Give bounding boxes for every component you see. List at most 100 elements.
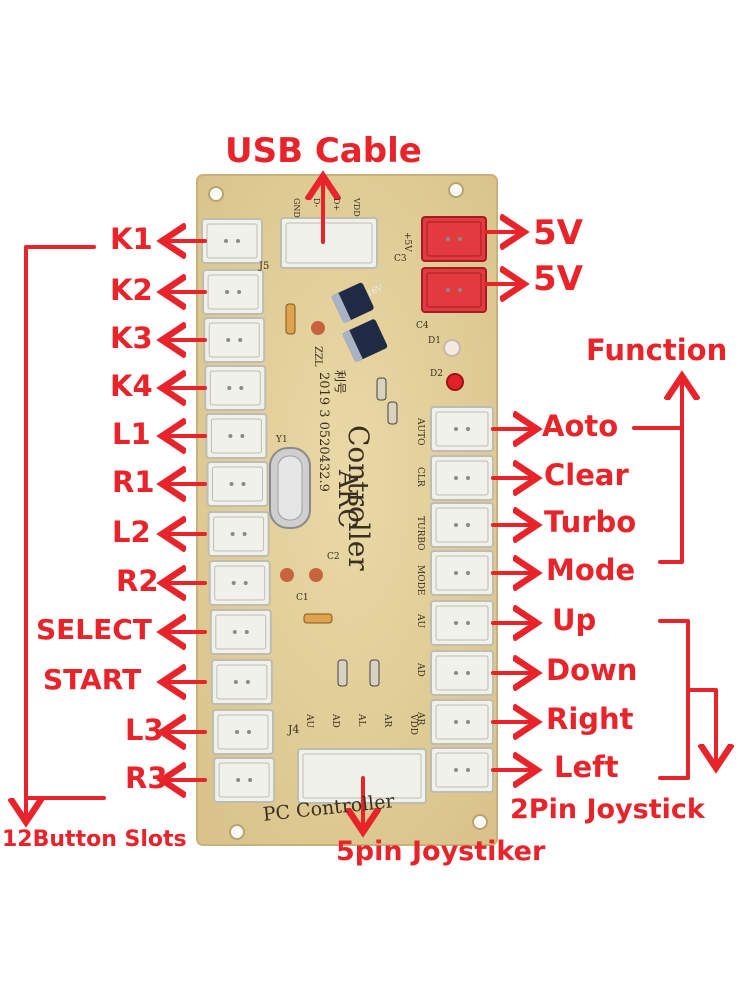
power-connector <box>421 216 487 262</box>
button-slot-connector-body <box>207 511 270 557</box>
button-label-start: START <box>43 663 142 696</box>
joystick-function-connector-body <box>430 650 494 696</box>
joystick-function-connector-body <box>430 406 494 452</box>
button-slot-connector <box>210 659 273 705</box>
button-slot-connector-inner <box>213 516 265 552</box>
pcb-marker-d1: D1 <box>428 336 441 346</box>
button-slot-connector-inner <box>212 466 263 502</box>
top-pin-label: D- <box>312 198 321 208</box>
button-slot-connector-inner <box>216 664 268 700</box>
joystick-function-connector-pin <box>466 571 470 575</box>
button-slot-connector-pin <box>244 630 249 634</box>
joystick-function-connector-pin <box>454 671 458 675</box>
label-left: Left <box>554 750 619 784</box>
led-red <box>446 373 464 391</box>
joystick-function-connector <box>430 502 494 548</box>
joystick-function-connector-inner <box>435 507 489 543</box>
pcb-title-controller: Controller <box>342 425 375 571</box>
button-slot-connector <box>213 757 276 803</box>
button-slot-connector-pin <box>225 290 230 294</box>
pcb-marker-j5: J5 <box>259 261 270 272</box>
label-clear: Clear <box>544 458 629 492</box>
button-slot-connector-pin <box>233 680 238 684</box>
joystick-function-connector <box>430 747 494 793</box>
joystick-function-connector <box>430 550 494 596</box>
joystick-function-connector-pin <box>466 720 470 724</box>
power-connector-inner <box>426 272 482 308</box>
power-connector-pin <box>446 288 450 292</box>
right-pin-label: AUTO <box>415 418 425 446</box>
button-slot-connector <box>209 609 272 655</box>
button-slot-connector-pin <box>239 386 244 390</box>
capacitor-c4 <box>342 319 388 363</box>
button-slot-connector-inner <box>215 614 267 650</box>
button-slot-connector-pin <box>248 778 253 782</box>
joystick-bracket <box>658 619 690 780</box>
power-label-2: 5V <box>533 259 583 299</box>
button-slot-connector <box>206 461 269 507</box>
usb-cable-label: USB Cable <box>225 131 422 171</box>
button-slot-connector-body <box>201 218 263 264</box>
joystick-5pin-connector <box>297 748 427 804</box>
label-right: Right <box>546 702 634 736</box>
pcb-marker-c3: C3 <box>394 254 407 264</box>
joystick-function-connector-pin <box>454 571 458 575</box>
pcb-brand-text: 利号 <box>333 370 347 395</box>
joystick-function-connector-pin <box>466 523 470 527</box>
button-slot-connector-inner <box>214 565 266 601</box>
bottom-pin-label: AR <box>382 714 392 728</box>
button-slot-connector-body <box>212 709 274 755</box>
button-slot-connector-inner <box>218 762 270 798</box>
top-pin-label: VDD <box>352 198 361 217</box>
joystick-function-connector-pin <box>466 476 470 480</box>
ceramic-capacitor <box>311 321 325 335</box>
right-pin-label: AU <box>415 614 425 629</box>
right-pin-label: AD <box>415 663 425 677</box>
button-slot-connector <box>204 365 267 411</box>
button-slot-connector-pin <box>228 434 233 438</box>
button-slot-connector-body <box>203 317 266 363</box>
power-connector <box>421 267 487 313</box>
joystick-function-connector-pin <box>454 476 458 480</box>
label-aoto: Aoto <box>542 409 619 443</box>
button-slot-connector-body <box>206 461 269 507</box>
button-label-r3: R3 <box>125 761 168 795</box>
right-pin-label: TURBO <box>415 516 425 551</box>
top-pin-label: D+ <box>332 198 341 212</box>
button-slot-connector-inner <box>210 418 262 454</box>
button-slot-connector-body <box>208 560 271 606</box>
top-pin-label: GND <box>292 198 301 218</box>
mount-hole <box>472 814 488 830</box>
power-connector-pin <box>458 288 462 292</box>
ceramic-capacitor <box>280 568 294 582</box>
button-slot-connector-pin <box>236 239 240 243</box>
joystick-5pin-label: 5pin Joystiker <box>336 836 546 867</box>
button-slot-connector-body <box>204 365 267 411</box>
button-slot-connector-inner <box>208 322 260 358</box>
pcb-marker-5v: +5V <box>402 232 412 252</box>
arrow-group <box>26 180 716 828</box>
pcb-marker-j4: J4 <box>288 723 300 736</box>
joystick-function-connector-inner <box>435 555 489 591</box>
button-slot-connector <box>207 511 270 557</box>
joystick-function-connector-inner <box>435 704 489 740</box>
power-connector-pin <box>446 237 450 241</box>
led-clear <box>443 339 461 357</box>
mount-hole <box>208 186 224 202</box>
button-slot-connector-pin <box>245 680 250 684</box>
button-label-r1: R1 <box>112 465 155 499</box>
function-title: Function <box>586 333 728 367</box>
button-label-k3: K3 <box>110 321 153 355</box>
button-slot-connector-body <box>213 757 276 803</box>
joystick-function-connector-inner <box>435 411 489 447</box>
button-slot-connector-pin <box>236 778 241 782</box>
pcb-marker-c2: C2 <box>327 552 340 562</box>
usb-connector <box>280 217 378 269</box>
button-label-l2: L2 <box>112 515 151 549</box>
button-slot-connector-pin <box>241 482 246 486</box>
joystick-function-connector-pin <box>466 671 470 675</box>
joystick-function-connector-pin <box>466 621 470 625</box>
joystick-function-connector <box>430 455 494 501</box>
mount-hole <box>448 182 464 198</box>
